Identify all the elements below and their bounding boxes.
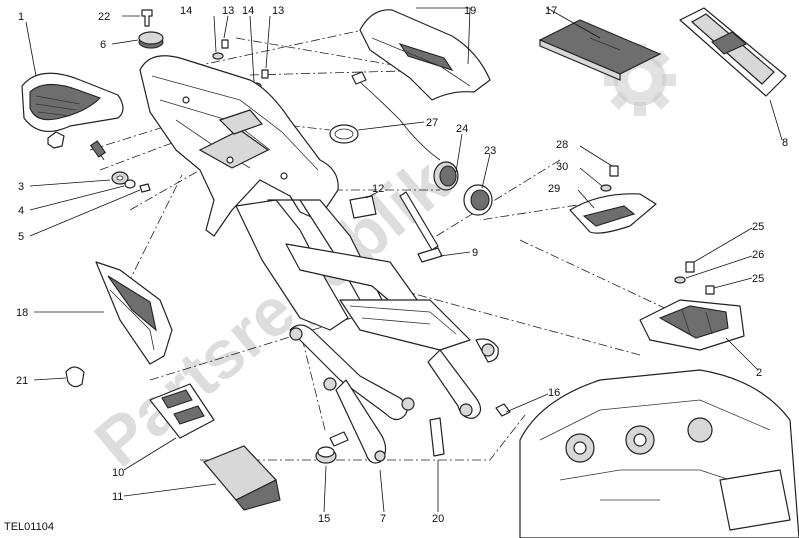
callout-14-left: 14: [180, 5, 192, 17]
callout-24: 24: [456, 123, 468, 135]
tool-pouch-10: [149, 383, 215, 439]
bolt-15: [315, 431, 349, 464]
power-socket: [351, 71, 493, 216]
label-sticker-12: [349, 195, 377, 219]
callout-8: 8: [782, 137, 788, 149]
callout-20: 20: [432, 513, 444, 525]
side-cover-18: [95, 261, 173, 365]
callout-1: 1: [18, 11, 24, 23]
document-bag-11: [203, 445, 281, 511]
callout-26: 26: [752, 249, 764, 261]
callout-12: 12: [372, 183, 384, 195]
owner-booklet: [538, 19, 662, 81]
tail-cover: [359, 9, 491, 101]
callout-23: 23: [484, 145, 496, 157]
callout-18: 18: [16, 307, 28, 319]
callout-6: 6: [100, 39, 106, 51]
grommet-washer-screw: [89, 140, 151, 193]
callout-29: 29: [548, 183, 560, 195]
callout-leaders: [25, 7, 783, 513]
callout-13-right: 13: [272, 5, 284, 17]
strip-20: [429, 417, 445, 457]
callout-30: 30: [556, 161, 568, 173]
callout-25-top: 25: [752, 221, 764, 233]
callout-14-right: 14: [242, 5, 254, 17]
callout-10: 10: [112, 467, 124, 479]
rear-bracket-2: [639, 261, 745, 351]
callout-7: 7: [380, 513, 386, 525]
callout-17: 17: [545, 5, 557, 17]
callout-21: 21: [16, 375, 28, 387]
callout-4: 4: [18, 205, 24, 217]
callout-5: 5: [18, 231, 24, 243]
callout-27: 27: [426, 117, 438, 129]
callout-28: 28: [556, 139, 568, 151]
callout-3: 3: [18, 181, 24, 193]
clip-16: [495, 403, 511, 417]
callout-15: 15: [318, 513, 330, 525]
cover-29-and-screws: [569, 165, 657, 234]
engine-block: [519, 369, 799, 538]
tail-light: [21, 72, 124, 149]
callout-labels: 1 2 3 4 5 6 7 8 9 10 11 12 13 13 14 14 1…: [16, 5, 788, 525]
clamp-ring: [329, 124, 359, 144]
diagram-code: TEL01104: [4, 521, 54, 533]
clip-21: [65, 366, 85, 388]
rear-subframe: [139, 55, 499, 464]
callout-11: 11: [112, 491, 123, 503]
callout-16: 16: [548, 387, 560, 399]
top-screw-grommet: [138, 9, 164, 49]
callout-22: 22: [98, 11, 110, 23]
callout-2: 2: [756, 367, 762, 379]
callout-25-bottom: 25: [752, 273, 764, 285]
rear-badge-plate: [679, 7, 787, 97]
callout-19: 19: [464, 5, 476, 17]
callout-13-left: 13: [222, 5, 234, 17]
callout-9: 9: [472, 247, 478, 259]
